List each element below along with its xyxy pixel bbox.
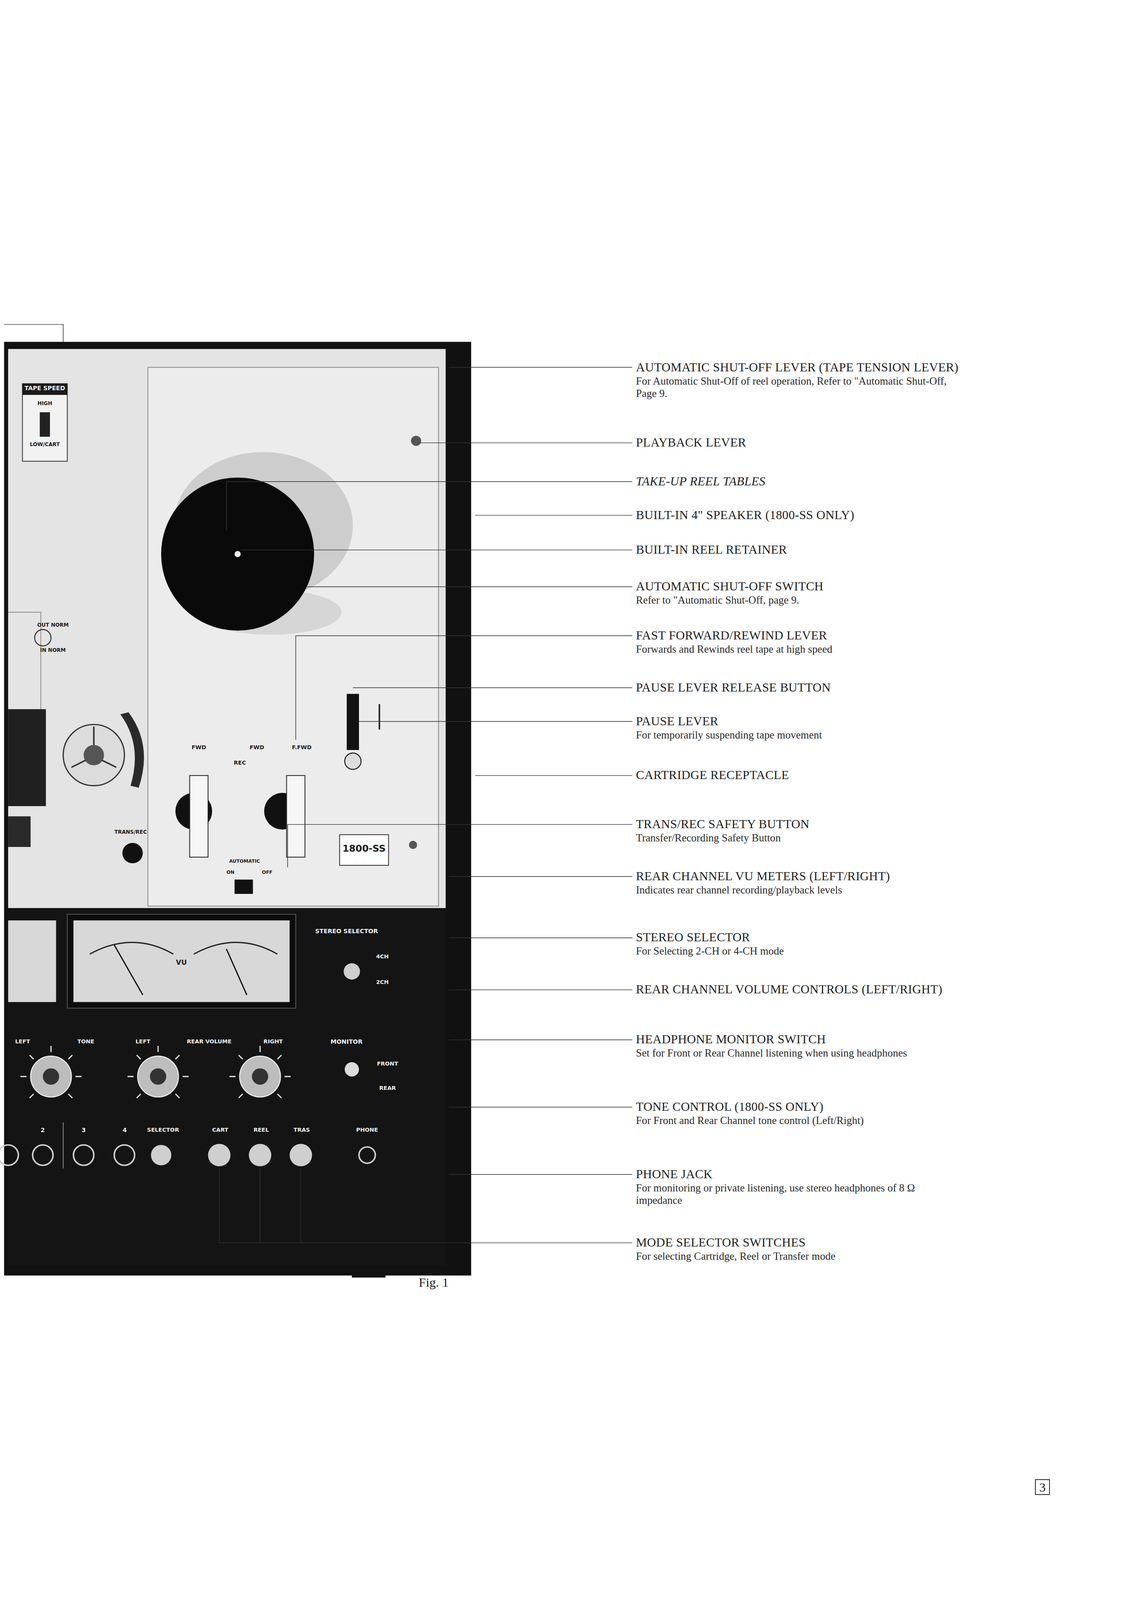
- figure-caption: Fig. 1: [418, 1274, 449, 1290]
- panel-marking: TAPE SPEED: [24, 384, 65, 392]
- panel-marking: PHONE: [355, 1126, 378, 1133]
- panel-marking: REAR VOLUME: [186, 1038, 232, 1045]
- panel-marking: ON: [226, 869, 235, 875]
- panel-marking: 4CH: [376, 953, 389, 960]
- callout-heading: HEADPHONE MONITOR SWITCH: [635, 1031, 961, 1047]
- panel-marking: 2CH: [376, 979, 389, 986]
- panel-marking: STEREO SELECTOR: [315, 927, 379, 935]
- callout-heading: MODE SELECTOR SWITCHES: [635, 1235, 961, 1250]
- panel-marking: VU: [175, 958, 187, 967]
- callout-description: Set for Front or Rear Channel listening …: [635, 1046, 961, 1060]
- callout-heading: PAUSE LEVER: [635, 714, 961, 729]
- panel-marking: 3: [81, 1126, 86, 1134]
- panel-marking: 1800-SS: [342, 843, 386, 854]
- callout-description: Indicates rear channel recording/playbac…: [635, 883, 961, 897]
- callout-heading: REAR CHANNEL VOLUME CONTROLS (LEFT/RIGHT…: [635, 982, 961, 997]
- panel-marking: MONITOR: [330, 1038, 363, 1045]
- callout-description: For temporarily suspending tape movement: [635, 728, 961, 742]
- callout-heading: FAST FORWARD/REWIND LEVER: [635, 628, 961, 643]
- panel-marking: FRONT: [376, 1060, 399, 1067]
- panel-marking: REC: [233, 759, 246, 766]
- panel-marking: SELECTOR: [147, 1126, 180, 1133]
- panel-marking: FWD: [249, 744, 265, 751]
- callout-heading: PAUSE LEVER RELEASE BUTTON: [635, 680, 961, 695]
- panel-marking: REEL: [253, 1126, 269, 1133]
- callout-heading: TAKE-UP REEL TABLES: [635, 474, 961, 489]
- panel-marking: LOW/CART: [29, 441, 60, 448]
- callout-heading: REAR CHANNEL VU METERS (LEFT/RIGHT): [635, 868, 961, 884]
- panel-marking: CART: [212, 1126, 229, 1133]
- callout-description: Transfer/Recording Safety Button: [635, 831, 961, 845]
- panel-marking: LEFT: [135, 1038, 151, 1045]
- callout-heading: BUILT-IN REEL RETAINER: [635, 542, 961, 557]
- callout-description: For monitoring or private listening, use…: [635, 1181, 961, 1207]
- callout-heading: BUILT-IN 4" SPEAKER (1800-SS ONLY): [635, 507, 961, 522]
- panel-marking: OUT NORM: [37, 622, 69, 628]
- callout-heading: PHONE JACK: [635, 1166, 961, 1181]
- callout-heading: AUTOMATIC SHUT-OFF LEVER (TAPE TENSION L…: [635, 360, 961, 375]
- callout-heading: STEREO SELECTOR: [635, 929, 961, 945]
- callout-heading: TRANS/REC SAFETY BUTTON: [635, 816, 961, 831]
- panel-marking: F.FWD: [291, 744, 312, 751]
- panel-marking: 2: [40, 1126, 45, 1134]
- callout-heading: AUTOMATIC SHUT-OFF SWITCH: [635, 579, 961, 594]
- callout-heading: CARTRIDGE RECEPTACLE: [635, 767, 961, 782]
- panel-marking: OFF: [262, 869, 273, 875]
- panel-marking: HIGH: [37, 400, 53, 407]
- panel-marking: FWD: [191, 744, 207, 751]
- panel-marking: IN NORM: [40, 647, 66, 653]
- callout-description: Refer to "Automatic Shut-Off, page 9.: [635, 594, 961, 607]
- panel-marking: AUTOMATIC: [229, 858, 260, 864]
- panel-marking: TRANS/REC: [114, 829, 147, 835]
- page-number: 3: [1035, 1479, 1050, 1494]
- panel-marking: LEFT: [15, 1038, 31, 1045]
- panel-marking: TONE: [77, 1038, 95, 1045]
- panel-marking: TRAS: [293, 1126, 310, 1133]
- callout-description: Forwards and Rewinds reel tape at high s…: [635, 643, 961, 656]
- page-number-box: 3: [1034, 1478, 1050, 1495]
- panel-marking: 4: [122, 1126, 127, 1134]
- callout-description: For Selecting 2-CH or 4-CH mode: [635, 944, 961, 958]
- callout-heading: TONE CONTROL (1800-SS ONLY): [635, 1099, 961, 1114]
- callout-heading: PLAYBACK LEVER: [635, 435, 961, 450]
- callout-description: For selecting Cartridge, Reel or Transfe…: [635, 1250, 961, 1263]
- panel-marking: REAR: [379, 1084, 397, 1091]
- callout-description: For Automatic Shut-Off of reel operation…: [635, 375, 961, 400]
- callout-description: For Front and Rear Channel tone control …: [635, 1114, 961, 1127]
- panel-marking: RIGHT: [263, 1038, 283, 1045]
